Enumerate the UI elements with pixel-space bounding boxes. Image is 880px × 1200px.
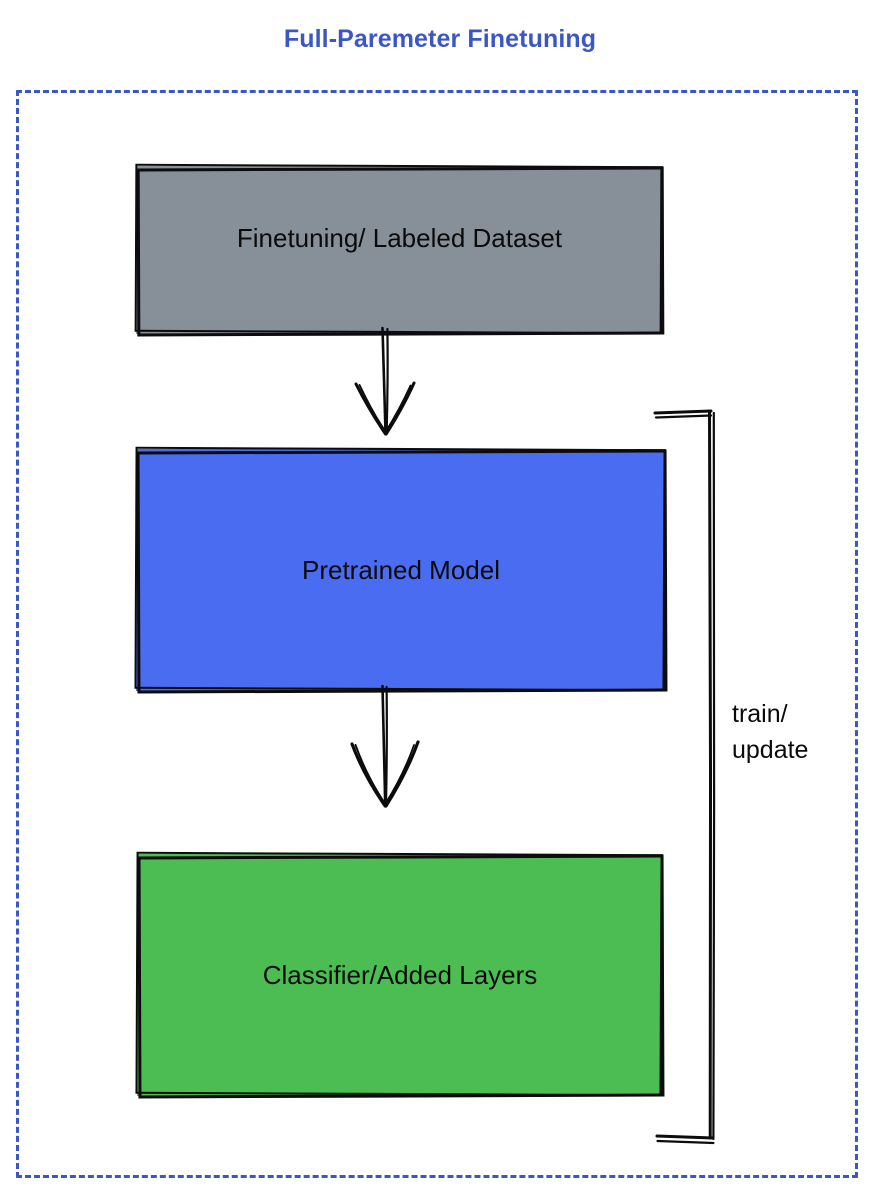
node-pretrained-model-fill [136,449,666,691]
node-dataset-fill [136,166,663,334]
dashed-boundary-frame [16,90,858,1178]
page-title: Full-Paremeter Finetuning [283,25,597,53]
node-classifier[interactable]: Classifier/Added Layers [135,851,665,1099]
feedback-loop-label: train/ update [732,700,809,764]
arrow-pretrained-to-classifier-icon [350,684,420,808]
node-dataset-label: Finetuning/ Labeled Dataset [236,223,563,253]
node-pretrained-model[interactable]: Pretrained Model [134,446,668,694]
arrow-dataset-to-pretrained-icon [354,326,416,436]
node-classifier-label: Classifier/Added Layers [262,960,538,990]
feedback-loop-bracket-icon [653,409,716,1145]
node-classifier-fill [137,854,663,1096]
node-dataset[interactable]: Finetuning/ Labeled Dataset [134,163,665,337]
node-pretrained-model-label: Pretrained Model [302,555,500,585]
